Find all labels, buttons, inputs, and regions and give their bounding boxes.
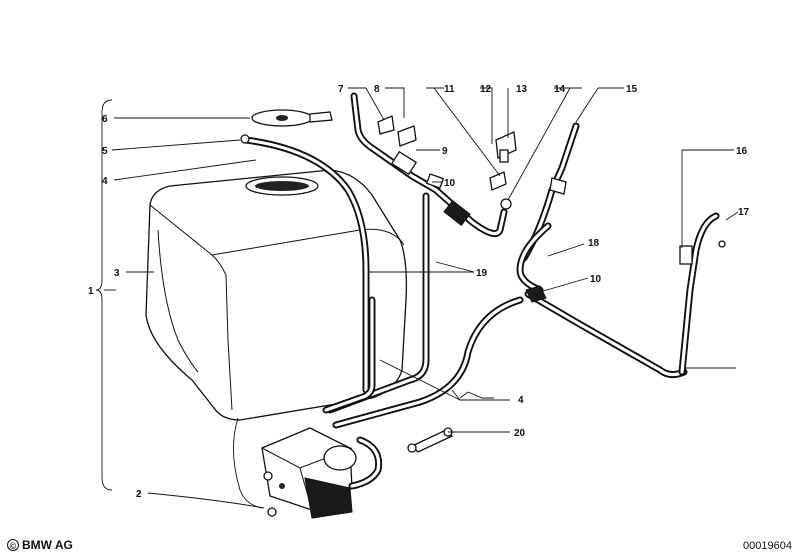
label-3: 3 <box>114 268 120 279</box>
label-13: 13 <box>516 84 528 95</box>
label-1: 1 <box>88 286 94 297</box>
label-15: 15 <box>626 84 638 95</box>
group-bracket <box>95 99 113 491</box>
label-16: 16 <box>736 146 748 157</box>
washer-reservoir <box>145 169 408 421</box>
label-8: 8 <box>374 84 380 95</box>
label-4-lower: 4 <box>518 395 524 406</box>
label-9: 9 <box>442 146 448 157</box>
label-14: 14 <box>554 84 566 95</box>
copyright-symbol: © <box>7 539 19 551</box>
clip-8 <box>377 115 395 135</box>
copyright-text: BMW AG <box>22 538 73 552</box>
label-18: 18 <box>588 238 600 249</box>
label-7: 7 <box>338 84 344 95</box>
diagram-number: 00019604 <box>743 540 792 552</box>
label-5: 5 <box>102 146 108 157</box>
label-2: 2 <box>136 489 142 500</box>
nozzle-bracket <box>679 245 693 265</box>
label-6: 6 <box>102 114 108 125</box>
label-20: 20 <box>514 428 526 439</box>
label-11: 11 <box>444 84 455 95</box>
label-17: 17 <box>738 207 750 218</box>
reservoir-cap <box>251 109 333 127</box>
grommet-13 <box>500 198 512 210</box>
label-19: 19 <box>476 268 488 279</box>
check-valve <box>390 150 418 176</box>
copyright-notice: © BMW AG <box>7 538 73 552</box>
label-10-upper: 10 <box>444 178 456 189</box>
washer-pump <box>261 427 357 519</box>
label-10-lower: 10 <box>590 274 602 285</box>
label-12: 12 <box>480 84 492 95</box>
label-4-upper: 4 <box>102 176 108 187</box>
